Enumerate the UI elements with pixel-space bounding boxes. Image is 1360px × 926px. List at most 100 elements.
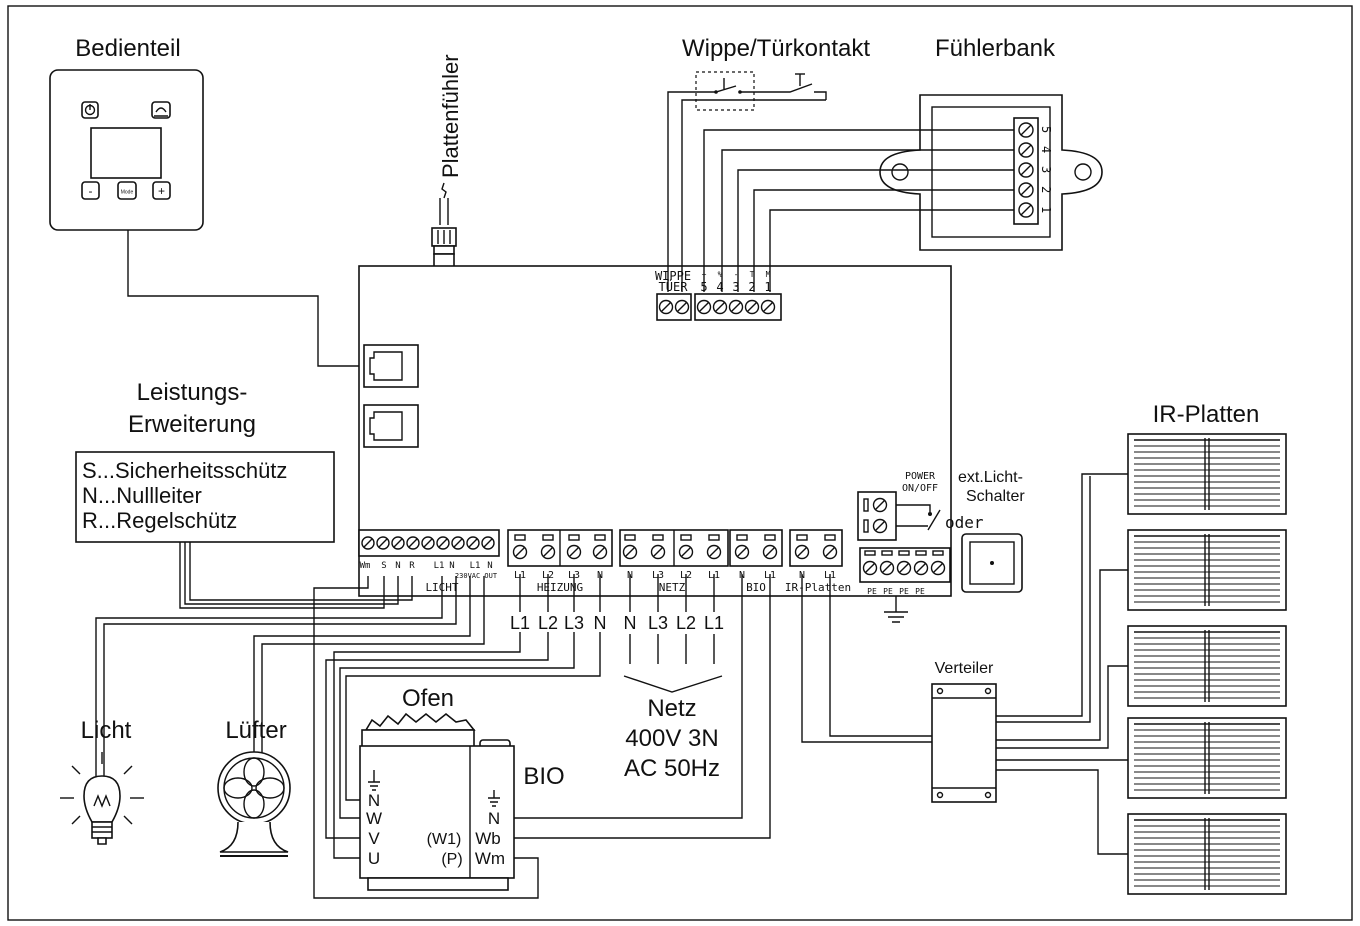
wippe-label: Wippe/Türkontakt (682, 35, 870, 62)
svg-text:2: 2 (748, 280, 755, 294)
wire-label: L2 (538, 613, 558, 633)
terminal-label: L1 (434, 561, 445, 571)
svg-text:T: T (750, 270, 755, 279)
oder-label: oder (945, 513, 984, 532)
ir-panel (1127, 625, 1287, 707)
verteiler-box (931, 683, 997, 803)
svg-text:1: 1 (764, 280, 771, 294)
display-screen (90, 127, 162, 179)
svg-text:ON/OFF: ON/OFF (902, 483, 938, 494)
terminal-label: PE (915, 587, 925, 596)
bedienteil-panel: Bedienteil - Mode + (49, 35, 204, 231)
terminal-label: N (487, 561, 492, 571)
legend-box (75, 451, 335, 543)
svg-text:4: 4 (1039, 146, 1053, 153)
svg-text:NETZ: NETZ (659, 581, 686, 594)
ext-light-switch[interactable] (961, 533, 1023, 593)
svg-text:1: 1 (1039, 206, 1053, 213)
svg-text:-: - (89, 184, 93, 198)
terminal-label: N (449, 561, 454, 571)
wire-label: L1 (510, 613, 530, 633)
terminal-label: S (381, 561, 386, 571)
sauna-button[interactable] (151, 101, 171, 119)
fan-icon (217, 751, 291, 857)
svg-text:+: + (702, 270, 707, 279)
bio-sub-label: (P) (441, 851, 462, 868)
svg-text:-: - (734, 270, 739, 279)
bio-terminal: N (488, 809, 500, 828)
wire-label: L1 (704, 613, 724, 633)
svg-text:Plattenfühler: Plattenfühler (438, 54, 463, 178)
heizung-terminal-block (507, 529, 613, 567)
wire-label: N (624, 613, 637, 633)
ofen-label: Ofen (402, 685, 454, 712)
ir-platten-label: IR-Platten (1153, 401, 1260, 428)
ir-panel (1127, 813, 1287, 895)
svg-text:ext.Licht-: ext.Licht- (958, 469, 1023, 486)
wire-label: L3 (648, 613, 668, 633)
bio-sub-label: (W1) (427, 831, 462, 848)
bio-label: BIO (523, 763, 564, 790)
bio-terminal-block (729, 529, 783, 567)
svg-text:M: M (766, 270, 771, 279)
power-switch-terminal (857, 491, 897, 541)
licht-terminal-block (358, 529, 500, 557)
licht-label: Licht (81, 717, 132, 744)
svg-text:+: + (158, 184, 165, 198)
terminal-label: PE (883, 587, 893, 596)
outer-frame (7, 5, 1353, 921)
svg-text:3: 3 (732, 280, 739, 294)
terminal-label: Wm (360, 561, 371, 571)
svg-text:Mode: Mode (121, 190, 134, 196)
door-switch (695, 71, 827, 111)
bedienteil-label: Bedienteil (75, 35, 180, 62)
svg-text:Erweiterung: Erweiterung (128, 411, 256, 438)
ir-panel (1127, 529, 1287, 611)
ofen-terminal: N (368, 791, 380, 810)
wire-label: L3 (564, 613, 584, 633)
plattenfuehler-sensor: Plattenfühler (431, 54, 463, 285)
leistung-label: Leistungs- (137, 379, 248, 406)
ofen-heater (359, 712, 515, 891)
pe-terminal-block (859, 547, 951, 583)
ofen-terminal: W (366, 809, 382, 828)
svg-text:AC 50Hz: AC 50Hz (624, 755, 720, 782)
svg-text:IR-Platten: IR-Platten (785, 581, 851, 594)
verteiler-label: Verteiler (935, 660, 994, 677)
bedienteil-cable (127, 230, 359, 367)
minus-button[interactable] (81, 181, 100, 200)
svg-text:2: 2 (1039, 186, 1053, 193)
ir-panel (1127, 717, 1287, 799)
bio-terminal: Wm (475, 849, 505, 868)
terminal-label: PE (867, 587, 877, 596)
wire-label: L2 (676, 613, 696, 633)
terminal-label: 230VAC OUT (455, 572, 498, 580)
svg-text:WIPPE: WIPPE (655, 269, 691, 283)
netz-terminal-block (619, 529, 729, 567)
svg-text:BIO: BIO (746, 581, 766, 594)
top-terminal-block: WIPPE TÜER + % - T M 5 4 3 2 1 (655, 269, 782, 321)
svg-text:400V 3N: 400V 3N (625, 725, 718, 752)
mode-button[interactable] (117, 181, 137, 200)
terminal-label: R (409, 561, 415, 571)
svg-text:TÜER: TÜER (659, 278, 689, 294)
ir-panel (1127, 433, 1287, 515)
ir-terminal-block (789, 529, 843, 567)
ofen-terminal: U (368, 849, 380, 868)
plus-button[interactable] (152, 181, 171, 200)
svg-text:R...Regelschütz: R...Regelschütz (82, 508, 237, 533)
terminal-label: L1 (470, 561, 481, 571)
svg-text:3: 3 (1039, 166, 1053, 173)
svg-text:5: 5 (700, 280, 707, 294)
terminal-label: PE (899, 587, 909, 596)
wire-label: N (594, 613, 607, 633)
svg-text:%: % (718, 270, 723, 279)
light-bulb-icon (60, 752, 144, 845)
ofen-terminal: V (368, 829, 380, 848)
terminal-label: N (395, 561, 400, 571)
rj-socket-2 (363, 404, 419, 448)
luefter-label: Lüfter (225, 717, 286, 744)
fuehlerbank-label: Fühlerbank (935, 35, 1056, 62)
svg-text:POWER: POWER (905, 471, 936, 482)
